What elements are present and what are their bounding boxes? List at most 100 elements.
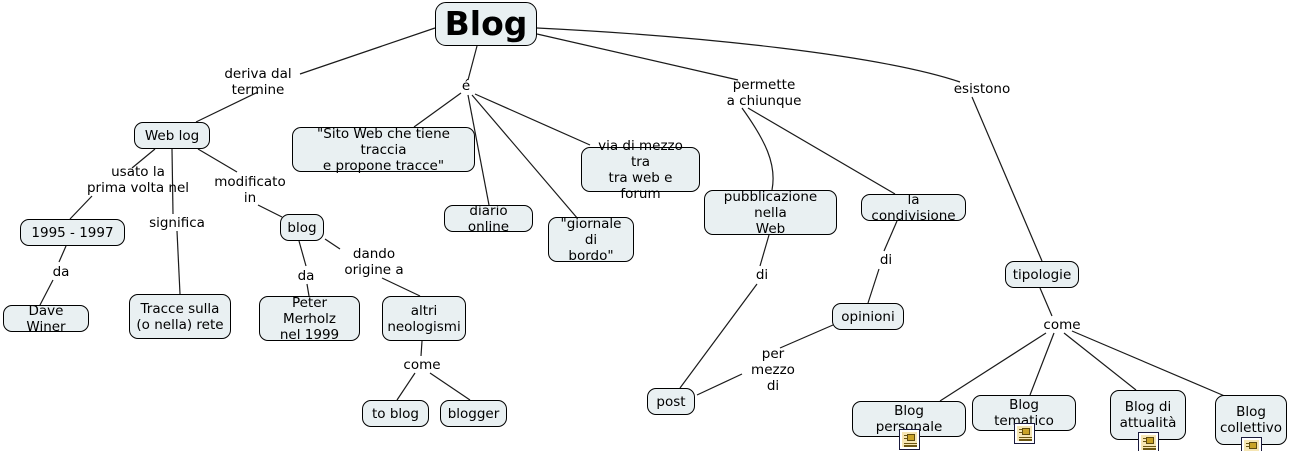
node-label: Dave Winer bbox=[26, 302, 66, 335]
node-label: Web log bbox=[144, 127, 200, 144]
node-label: Peter Merholz nel 1999 bbox=[279, 294, 340, 343]
node-anni[interactable]: 1995 - 1997 bbox=[20, 219, 125, 246]
node-label: "Sito Web che tiene traccia e propone tr… bbox=[317, 125, 450, 174]
document-icon-line bbox=[1018, 431, 1022, 433]
edge-blog-to-e bbox=[467, 45, 478, 81]
edge-opinioni-to-per-mezzo-di bbox=[779, 324, 834, 349]
node-opinioni[interactable]: opinioni bbox=[832, 303, 904, 330]
edge-label-usato-la-prima-volta: usato la prima volta nel bbox=[86, 164, 190, 196]
document-icon-line bbox=[1245, 445, 1249, 447]
node-label: to blog bbox=[372, 405, 419, 422]
edge-permette-a-chiunque-to-la-condivisione bbox=[747, 107, 896, 195]
edge-blog-to-esistono bbox=[536, 27, 961, 83]
node-pubblicazione[interactable]: pubblicazione nella Web bbox=[704, 188, 837, 237]
edge-di-1-to-post bbox=[679, 283, 758, 389]
node-label: 1995 - 1997 bbox=[31, 224, 114, 241]
document-icon-line bbox=[1142, 437, 1146, 439]
edge-label-di-1: di bbox=[755, 267, 769, 283]
node-tracce[interactable]: Tracce sulla (o nella) rete bbox=[129, 294, 231, 339]
edge-tipologie-to-come-2 bbox=[1039, 287, 1053, 317]
node-altri-neologismi[interactable]: altri neologismi bbox=[382, 296, 466, 341]
edge-label-come-2: come bbox=[1043, 317, 1081, 333]
node-label: altri neologismi bbox=[387, 302, 461, 335]
document-icon-line bbox=[1142, 445, 1156, 447]
document-icon-line bbox=[1018, 439, 1032, 441]
node-blog-collettivo[interactable]: Blog collettivo bbox=[1215, 395, 1287, 445]
edge-deriva-dal-termine-to-web-log bbox=[195, 91, 259, 123]
document-icon[interactable] bbox=[1240, 437, 1262, 451]
document-icon-line bbox=[1018, 436, 1032, 438]
node-label: Blog personale bbox=[875, 403, 943, 435]
document-icon-line bbox=[903, 437, 907, 439]
node-label: Blog bbox=[444, 4, 528, 43]
edge-label-e: é bbox=[461, 78, 471, 94]
edge-usato-la-prima-volta-to-anni bbox=[69, 195, 93, 220]
edge-per-mezzo-di-to-post bbox=[696, 373, 743, 396]
node-peter-merholz[interactable]: Peter Merholz nel 1999 bbox=[259, 294, 360, 343]
edge-label-da-2: da bbox=[297, 268, 315, 284]
node-label: Blog collettivo bbox=[1219, 404, 1283, 436]
document-icon-thumb bbox=[1021, 428, 1030, 435]
edge-permette-a-chiunque-to-pubblicazione bbox=[741, 107, 774, 191]
node-dave-winer[interactable]: Dave Winer bbox=[3, 302, 89, 335]
document-icon-line bbox=[1018, 428, 1022, 430]
edge-di-2-to-opinioni bbox=[867, 268, 880, 304]
node-web-log[interactable]: Web log bbox=[134, 122, 210, 149]
edge-label-per-mezzo-di: per mezzo di bbox=[751, 346, 795, 394]
edge-label-esistono: esistono bbox=[953, 81, 1011, 97]
document-icon-line bbox=[903, 434, 907, 436]
edge-come-2-to-blog-attualita bbox=[1063, 332, 1137, 391]
node-to-blog[interactable]: to blog bbox=[362, 400, 429, 427]
edge-significa-to-tracce bbox=[176, 230, 181, 295]
node-label: blogger bbox=[447, 405, 500, 422]
edge-e-to-via-di-mezzo bbox=[474, 93, 591, 146]
node-blog-lower[interactable]: blog bbox=[280, 214, 324, 241]
edge-da-1-to-dave-winer bbox=[39, 279, 54, 306]
document-icon-thumb bbox=[1248, 442, 1257, 449]
node-diario-online[interactable]: diario online bbox=[444, 203, 533, 235]
edge-label-permette-a-chiunque: permette a chiunque bbox=[726, 77, 802, 109]
node-label: pubblicazione nella Web bbox=[723, 188, 818, 237]
document-icon[interactable] bbox=[1013, 423, 1035, 444]
node-blog-attualita[interactable]: Blog di attualità bbox=[1110, 390, 1186, 440]
document-icon-line bbox=[1142, 448, 1156, 450]
document-icon[interactable] bbox=[898, 429, 920, 450]
edge-dando-origine-a-to-altri-neologismi bbox=[381, 277, 421, 297]
node-blogger[interactable]: blogger bbox=[440, 400, 507, 427]
node-la-condivisione[interactable]: la condivisione bbox=[861, 191, 966, 224]
edge-blog-to-permette-a-chiunque bbox=[536, 33, 739, 81]
edge-label-dando-origine-a: dando origine a bbox=[344, 246, 404, 278]
document-icon[interactable] bbox=[1137, 432, 1159, 451]
node-label: la condivisione bbox=[871, 191, 956, 224]
node-post[interactable]: post bbox=[647, 388, 695, 415]
node-label: blog bbox=[287, 219, 317, 236]
node-giornale-di-bordo[interactable]: "giornale di bordo" bbox=[548, 215, 634, 264]
document-icon-thumb bbox=[906, 434, 915, 441]
node-sito-web[interactable]: "Sito Web che tiene traccia e propone tr… bbox=[292, 125, 475, 174]
document-icon-line bbox=[1142, 440, 1146, 442]
edge-blog-lower-to-dando-origine-a bbox=[324, 238, 341, 250]
edge-anni-to-da-1 bbox=[58, 245, 67, 263]
edge-altri-neologismi-to-come-1 bbox=[420, 340, 423, 357]
node-via-di-mezzo[interactable]: via di mezzo tra tra web e forum bbox=[581, 138, 700, 202]
node-blog[interactable]: Blog bbox=[435, 2, 537, 46]
edge-label-di-2: di bbox=[879, 252, 893, 268]
edge-come-1-to-to-blog bbox=[396, 372, 416, 401]
node-label: opinioni bbox=[841, 308, 895, 325]
edge-web-log-to-usato-la-prima-volta bbox=[131, 148, 156, 169]
edge-blog-to-deriva-dal-termine bbox=[299, 27, 436, 75]
node-label: Blog di attualità bbox=[1119, 399, 1177, 431]
edge-label-deriva-dal-termine: deriva dal termine bbox=[224, 66, 292, 98]
edge-label-come-1: come bbox=[403, 357, 441, 373]
edge-label-modificato-in: modificato in bbox=[214, 174, 286, 206]
node-label: post bbox=[656, 393, 686, 410]
edge-blog-lower-to-da-2 bbox=[298, 240, 307, 267]
node-tipologie[interactable]: tipologie bbox=[1005, 261, 1079, 288]
edge-web-log-to-significa bbox=[171, 148, 174, 215]
edge-esistono-to-tipologie bbox=[971, 96, 1043, 262]
edge-la-condivisione-to-di-2 bbox=[883, 220, 898, 252]
edge-pubblicazione-to-di-1 bbox=[759, 234, 770, 267]
node-label: "giornale di bordo" bbox=[560, 215, 622, 264]
